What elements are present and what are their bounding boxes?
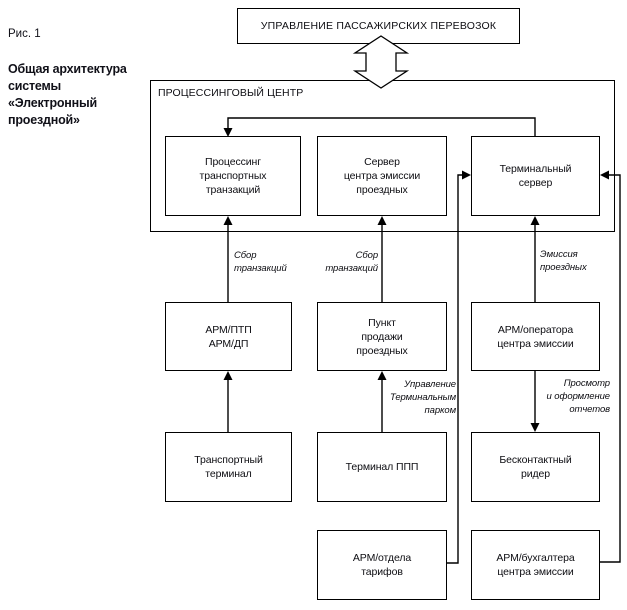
processing-center-label: ПРОЦЕССИНГОВЫЙ ЦЕНТР — [158, 87, 304, 99]
node-transport-terminal: Транспортный терминал — [165, 432, 292, 502]
node-passenger-transport-management: УПРАВЛЕНИЕ ПАССАЖИРСКИХ ПЕРЕВОЗОК — [237, 8, 520, 44]
edge-label-emission: Эмиссия проездных — [540, 249, 587, 273]
edge-label-manage-terminal-park: Управление Терминальным парком — [389, 379, 456, 416]
figure-number: Рис. 1 — [8, 28, 41, 40]
arrowhead-down-reader-top — [530, 423, 540, 432]
node-contactless-reader: Бесконтактный ридер — [471, 432, 600, 502]
node-arm-operator: АРМ/оператора центра эмиссии — [471, 302, 600, 371]
figure-caption: Общая архитектура системы «Электронный п… — [8, 62, 127, 127]
figure-caption-block: Рис. 1 Общая архитектура системы «Электр… — [8, 8, 138, 147]
edge-armaccountant-to-terminalserver — [600, 174, 621, 563]
edge-label-collect-transactions-left: Сбор транзакций — [234, 250, 287, 274]
node-transaction-processing: Процессинг транспортных транзакций — [165, 136, 301, 216]
node-arm-accountant: АРМ/бухгалтера центра эмиссии — [471, 530, 600, 600]
arrowhead-up-armptp-bottom — [223, 371, 233, 380]
node-emission-server: Сервер центра эмиссии проездных — [317, 136, 447, 216]
node-terminal-server: Терминальный сервер — [471, 136, 600, 216]
edge-label-view-reports: Просмотр и оформление отчетов — [546, 378, 611, 415]
node-arm-tariffs: АРМ/отдела тарифов — [317, 530, 447, 600]
edge-armtariffs-to-terminalserver — [447, 174, 466, 564]
node-arm-ptp: АРМ/ПТП АРМ/ДП — [165, 302, 292, 371]
node-sales-point: Пункт продажи проездных — [317, 302, 447, 371]
edge-label-collect-transactions-mid: Сбор транзакций — [325, 250, 378, 274]
node-terminal-ppp: Терминал ППП — [317, 432, 447, 502]
